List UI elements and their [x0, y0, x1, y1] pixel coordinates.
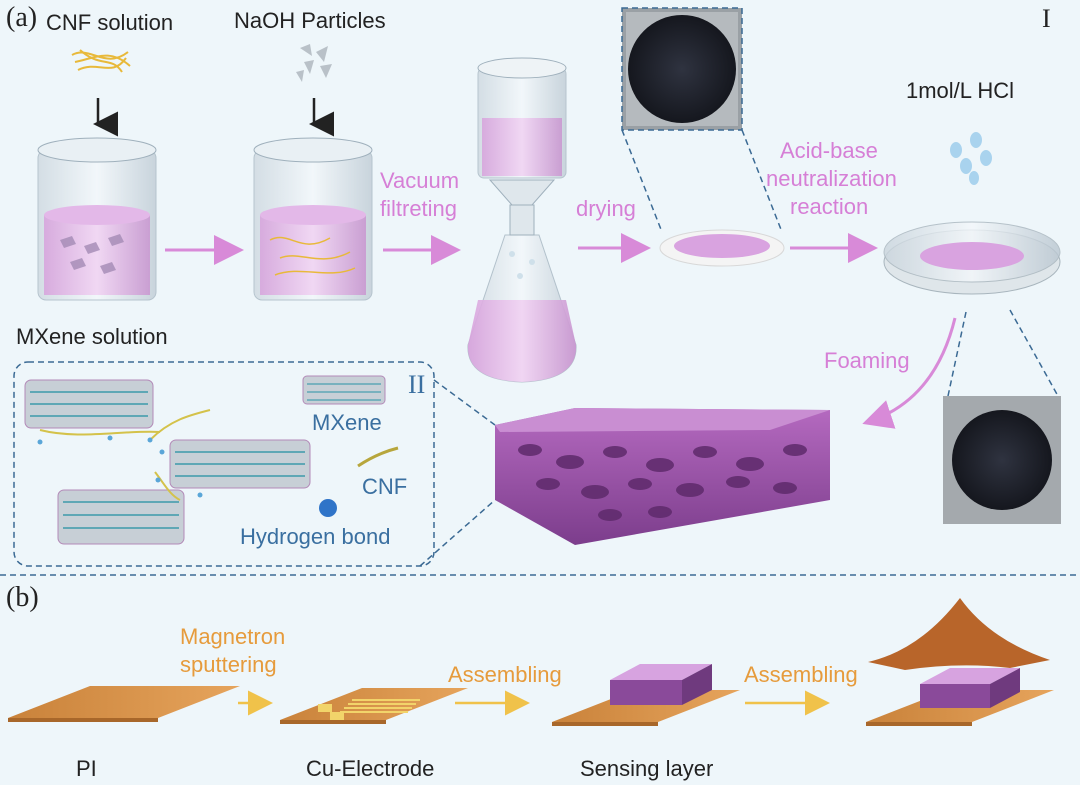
zoom-line-right	[741, 129, 783, 233]
hcl-label: 1mol/L HCl	[906, 78, 1014, 103]
mxene-stack-1	[24, 379, 154, 429]
inset-mxene-label: MXene	[312, 410, 382, 435]
acid-base-label-line3: reaction	[790, 194, 869, 219]
porous-foam-block	[495, 408, 830, 545]
cu-electrode-substrate	[280, 688, 468, 724]
zoom-line-left	[621, 129, 663, 233]
drying-label: drying	[576, 196, 636, 221]
foam-photo	[943, 396, 1061, 524]
mxene-stack-3	[57, 489, 185, 545]
assembling-label-1: Assembling	[448, 662, 562, 687]
cnf-fibers-icon	[71, 49, 131, 73]
panel-a-label: (a)	[6, 2, 38, 33]
mxene-film-disk	[659, 229, 785, 267]
inset-zoom-line-top	[433, 379, 496, 426]
mxene-beaker	[37, 137, 157, 301]
naoh-particles-label: NaOH Particles	[234, 8, 386, 33]
cnf-solution-label: CNF solution	[46, 10, 174, 35]
mixed-beaker	[253, 137, 373, 301]
cnf-chains	[39, 409, 211, 501]
inset-zoom-line-bottom	[419, 499, 496, 567]
cnf-legend-icon	[357, 446, 399, 468]
zoom-line-dish-left	[947, 311, 967, 397]
hcl-droplets-icon	[950, 132, 992, 185]
sensing-layer-label: Sensing layer	[580, 756, 714, 781]
inset-hydrogen-bond-label: Hydrogen bond	[240, 524, 391, 549]
foaming-label: Foaming	[824, 348, 910, 373]
inset-roman-label: II	[408, 370, 426, 399]
mxene-solution-label: MXene solution	[16, 324, 168, 349]
inset-cnf-label: CNF	[362, 474, 408, 499]
magnetron-label-line2: sputtering	[180, 652, 277, 677]
magnetron-label-line1: Magnetron	[180, 624, 286, 649]
acid-base-label-line1: Acid-base	[780, 138, 878, 163]
cu-electrode-label: Cu-Electrode	[306, 756, 435, 781]
zoom-line-dish-right	[1009, 309, 1059, 397]
foaming-arrow	[862, 317, 957, 429]
acid-base-label-line2: neutralization	[766, 166, 897, 191]
petri-dish	[883, 221, 1061, 295]
pi-label: PI	[76, 756, 97, 781]
hydrogen-bond-dots	[37, 435, 203, 498]
sensing-layer-assembly	[552, 664, 740, 726]
mxene-legend-icon	[302, 375, 386, 405]
vacuum-label-line1: Vacuum	[380, 168, 460, 193]
final-sensor-device	[866, 598, 1054, 726]
assembling-label-2: Assembling	[744, 662, 858, 687]
pi-substrate	[8, 686, 240, 722]
vacuum-filtration-apparatus	[467, 57, 577, 383]
mxene-stack-2	[169, 439, 311, 489]
panel-b-label: (b)	[6, 582, 39, 613]
dark-film-photo	[621, 7, 743, 131]
panel-a-roman-label: I	[1042, 4, 1051, 33]
naoh-particles-icon	[296, 44, 332, 82]
hydrogen-bond-legend-icon	[319, 499, 337, 517]
vacuum-label-line2: filtreting	[380, 196, 458, 221]
